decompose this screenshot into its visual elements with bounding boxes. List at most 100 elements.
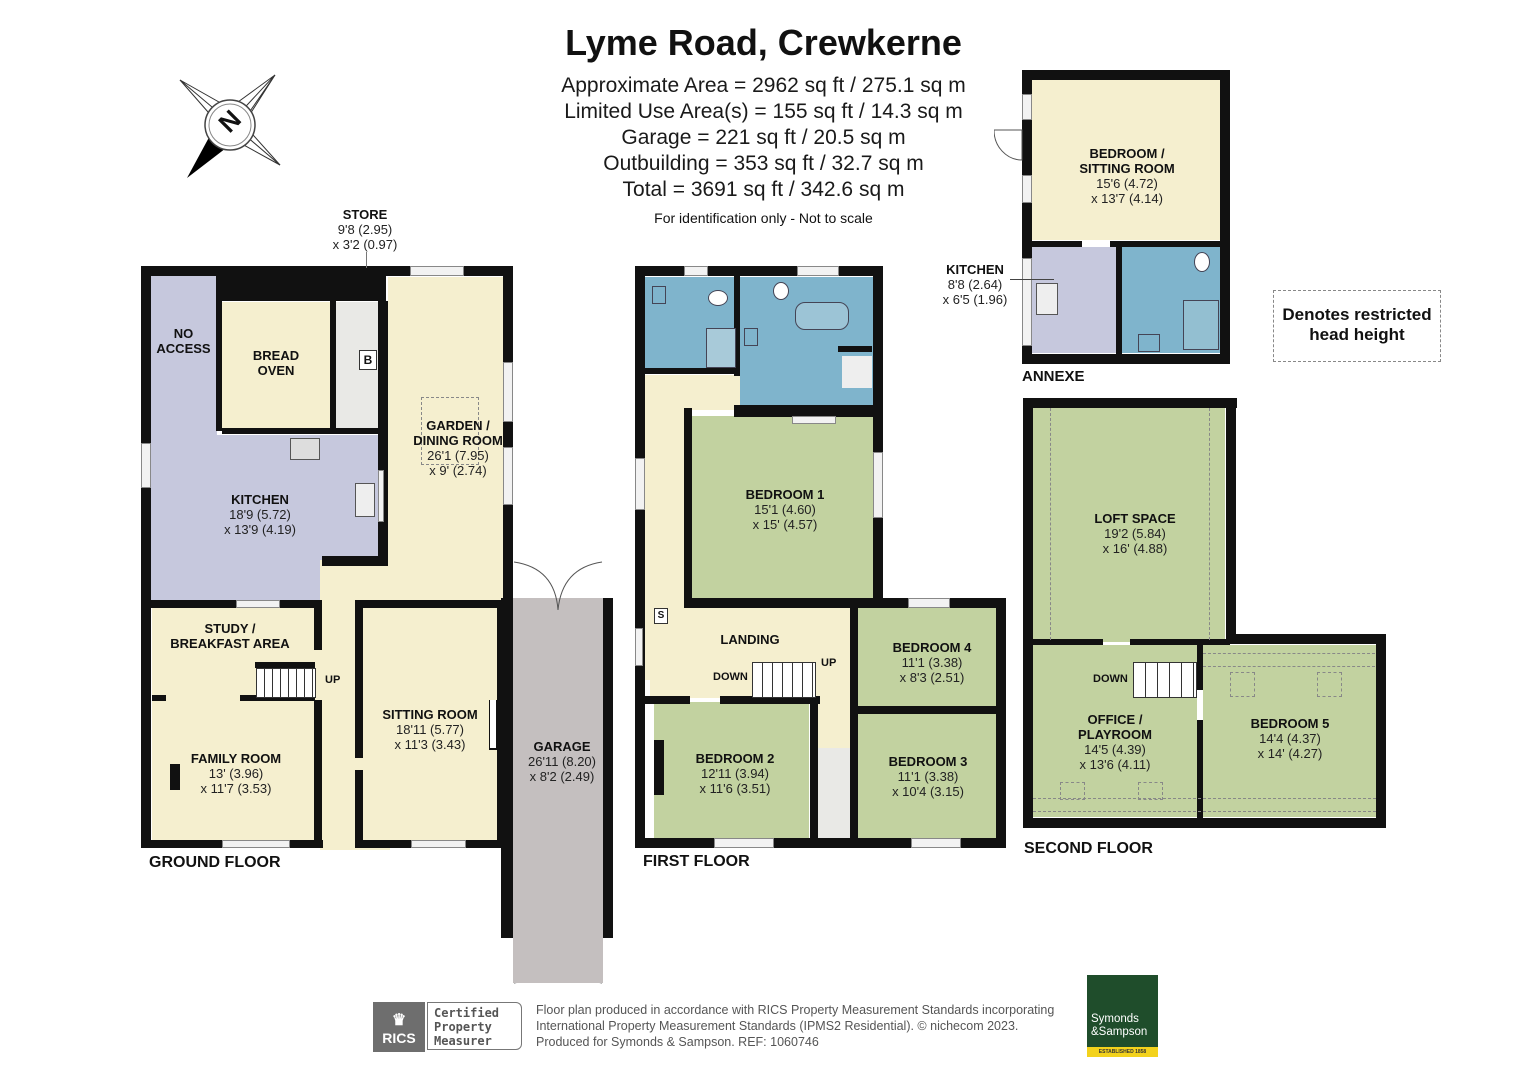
stairs-up-label: UP — [821, 657, 837, 669]
room-label-bedroom3: BEDROOM 3 11'1 (3.38)x 10'4 (3.15) — [888, 754, 968, 799]
room-label-bedroom1: BEDROOM 1 15'1 (4.60)x 15' (4.57) — [745, 487, 825, 532]
sitting-room — [362, 608, 502, 840]
window — [797, 266, 839, 276]
window — [635, 628, 643, 666]
stairs-up-label: UP — [325, 674, 341, 686]
basin-icon — [1138, 334, 1160, 352]
boiler-icon: B — [359, 350, 377, 370]
window — [236, 600, 280, 608]
restricted-height-area — [1203, 653, 1375, 667]
toilet-icon — [773, 282, 789, 300]
leader-line — [1010, 279, 1054, 280]
floor-label-annexe: ANNEXE — [1022, 368, 1085, 385]
stairs-icon — [1133, 662, 1197, 698]
bed-sitting-room — [1032, 80, 1220, 240]
area-limited: Limited Use Area(s) = 155 sq ft / 14.3 s… — [564, 100, 963, 123]
bread-oven-room — [222, 302, 330, 428]
stairs-icon — [256, 668, 316, 698]
window — [792, 416, 836, 424]
window — [222, 840, 290, 848]
room-label-family-room: FAMILY ROOM 13' (3.96)x 11'7 (3.53) — [190, 751, 282, 796]
cupboard-icon — [842, 356, 872, 388]
room-label-garage: GARAGE 26'11 (8.20)x 8'2 (2.49) — [527, 739, 596, 784]
room-label-bedroom4: BEDROOM 4 11'1 (3.38)x 8'3 (2.51) — [892, 640, 972, 685]
basin-icon — [744, 328, 758, 346]
skylight-icon — [1138, 782, 1163, 800]
window — [411, 840, 466, 848]
family-study-room — [152, 608, 320, 844]
window — [141, 443, 151, 488]
fireplace-icon — [490, 700, 496, 748]
room-label-loft: LOFT SPACE 19'2 (5.84)x 16' (4.88) — [1094, 511, 1176, 556]
stairs-down-label: DOWN — [713, 671, 748, 683]
cupboard — [818, 748, 852, 838]
room-label-store: STORE 9'8 (2.95)x 3'2 (0.97) — [332, 207, 398, 252]
window — [410, 266, 464, 276]
leader-line — [366, 252, 367, 268]
rics-lion-icon: ♛ — [391, 1012, 407, 1029]
window — [1022, 175, 1032, 203]
room-label-garden-dining: GARDEN /DINING ROOM 26'1 (7.95)x 9' (2.7… — [413, 418, 503, 478]
window — [908, 598, 950, 608]
garage-door-icon — [513, 561, 603, 610]
window — [911, 838, 961, 848]
floor-label-first: FIRST FLOOR — [643, 853, 750, 870]
restricted-height-area — [1050, 408, 1210, 640]
toilet-icon — [708, 290, 728, 306]
window — [635, 458, 645, 510]
legend-text: Denotes restricted — [1282, 305, 1432, 324]
room-label-sitting-room: SITTING ROOM 18'11 (5.77)x 11'3 (3.43) — [382, 707, 478, 752]
restricted-height-area — [1033, 798, 1376, 812]
sink-icon — [1036, 283, 1058, 315]
landing-room — [650, 608, 850, 698]
shower-icon — [1183, 300, 1219, 350]
window — [378, 470, 384, 522]
area-garage: Garage = 221 sq ft / 20.5 sq m — [621, 126, 906, 149]
sink-icon — [355, 483, 375, 517]
rics-logo-text: RICS — [382, 1030, 416, 1046]
room-label-landing: LANDING — [720, 632, 780, 647]
bath-icon — [795, 302, 849, 330]
no-access-area — [150, 275, 217, 435]
window — [503, 362, 513, 422]
area-approx: Approximate Area = 2962 sq ft / 275.1 sq… — [561, 74, 966, 97]
legend-text: head height — [1309, 325, 1405, 344]
stairs-down-label: DOWN — [1093, 673, 1128, 685]
window — [503, 447, 513, 505]
window — [1022, 94, 1032, 120]
bedroom4-room — [858, 608, 996, 708]
window — [714, 838, 774, 848]
restricted-height-area — [421, 397, 479, 465]
compass-icon: N — [175, 70, 285, 180]
shower-icon — [706, 328, 736, 368]
window — [1022, 258, 1032, 346]
certified-measurer-badge: Certified Property Measurer — [427, 1002, 522, 1050]
room-label-study: STUDY /BREAKFAST AREA — [170, 621, 290, 651]
room-label-kitchen: KITCHEN 18'9 (5.72)x 13'9 (4.19) — [224, 492, 296, 537]
garden-dining-room — [388, 277, 503, 602]
window — [873, 452, 883, 518]
room-label-office: OFFICE /PLAYROOM 14'5 (4.39)x 13'6 (4.11… — [1078, 712, 1152, 772]
footer-disclaimer: Floor plan produced in accordance with R… — [536, 1003, 1055, 1049]
garage-room — [513, 598, 603, 983]
stairs-icon — [752, 662, 816, 698]
loft-space-room — [1033, 408, 1225, 642]
scale-note: For identification only - Not to scale — [654, 210, 873, 226]
hob-icon — [290, 438, 320, 460]
area-total: Total = 3691 sq ft / 342.6 sq m — [622, 178, 905, 201]
store-s-icon: S — [654, 608, 668, 624]
rics-logo: ♛ RICS — [373, 1002, 425, 1052]
skylight-icon — [1230, 672, 1255, 697]
fireplace-icon — [170, 764, 180, 790]
skylight-icon — [1060, 782, 1085, 800]
room-label-annexe-kitchen: KITCHEN 8'8 (2.64)x 6'5 (1.96) — [942, 262, 1008, 307]
bedroom1-room — [690, 416, 874, 599]
plan-title: Lyme Road, Crewkerne — [565, 22, 962, 63]
door-icon — [994, 129, 1023, 161]
bedroom5-room — [1203, 645, 1376, 817]
floor-label-second: SECOND FLOOR — [1024, 840, 1153, 857]
floor-label-ground: GROUND FLOOR — [149, 854, 281, 871]
toilet-icon — [1194, 252, 1210, 272]
